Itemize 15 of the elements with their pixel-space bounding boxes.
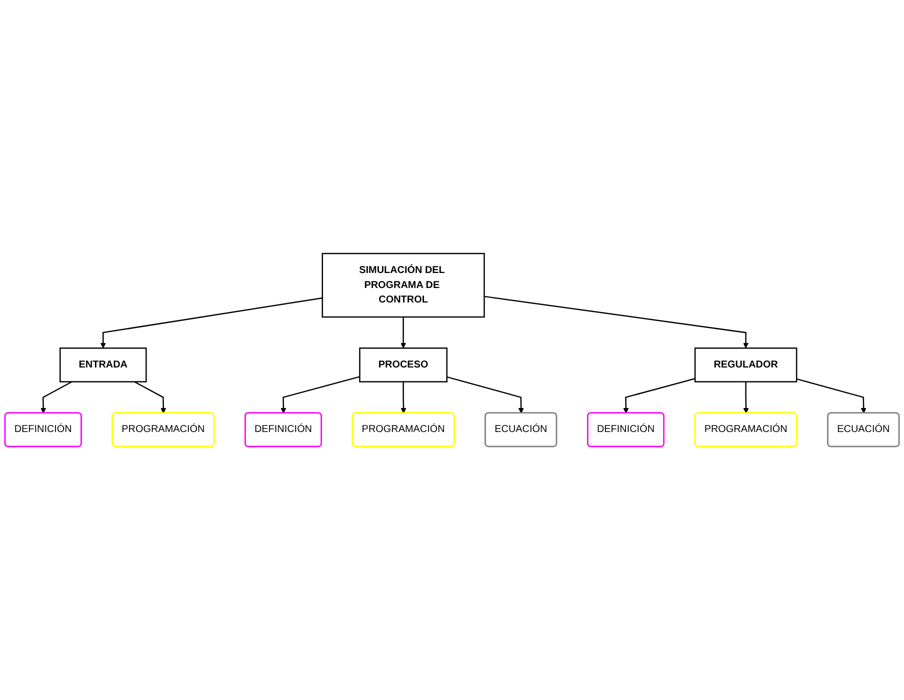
arrow — [280, 376, 360, 414]
arrow — [623, 378, 696, 414]
arrow — [134, 381, 166, 414]
arrow — [400, 317, 406, 348]
arrow — [100, 297, 322, 348]
arrow — [400, 382, 406, 414]
arrow — [796, 378, 866, 414]
node-box: SIMULACIÓN DEL PROGRAMA DE CONTROL — [322, 252, 485, 318]
arrow — [446, 376, 524, 414]
node-box: REGULADOR — [694, 348, 798, 382]
node-box: PROCESO — [359, 348, 448, 382]
arrow — [484, 296, 749, 348]
arrow — [40, 381, 72, 414]
node-box: ENTRADA — [59, 348, 147, 382]
arrow — [743, 382, 749, 414]
